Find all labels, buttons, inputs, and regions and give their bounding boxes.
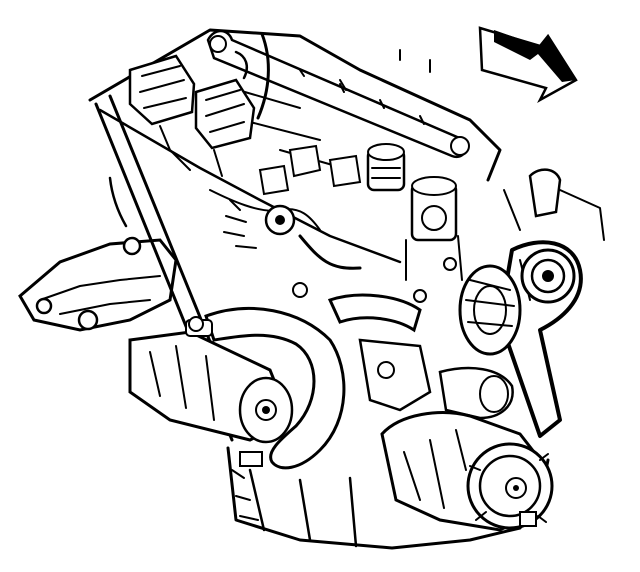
front-arrow-icon — [478, 26, 578, 104]
exhaust-manifold — [18, 176, 178, 332]
egr-valve — [405, 176, 463, 281]
coolant-hose — [204, 293, 422, 470]
belt-tensioner-pulley — [503, 168, 605, 304]
ignition-coils — [128, 32, 270, 177]
fuel-injectors — [209, 144, 362, 270]
starter-motor — [128, 319, 294, 444]
alternator — [458, 264, 522, 356]
misc-hardware — [188, 49, 457, 332]
ac-compressor — [380, 411, 554, 532]
intake-manifold — [88, 28, 502, 264]
throttle-body — [366, 143, 406, 192]
accessory-bracket — [358, 338, 514, 420]
